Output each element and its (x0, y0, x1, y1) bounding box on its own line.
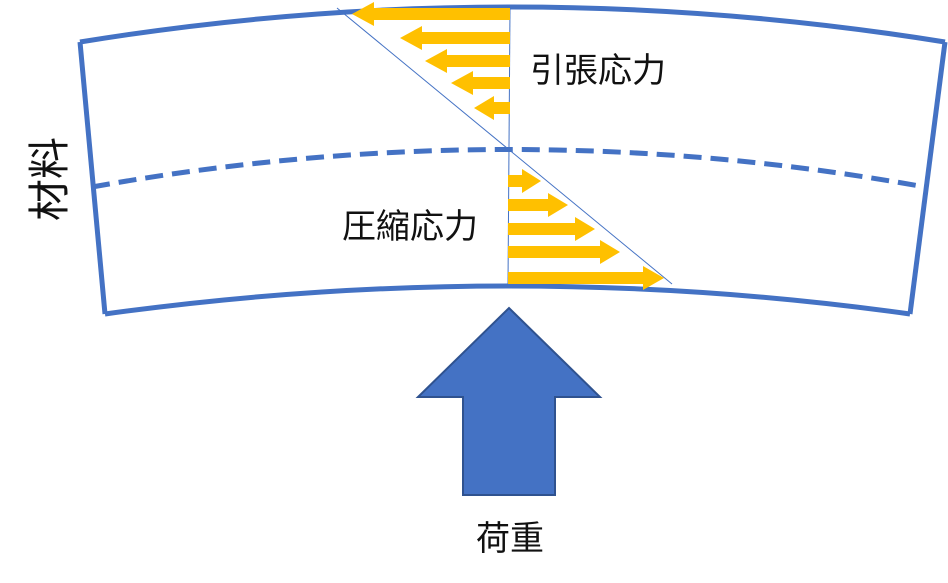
stress-diagonal (336, 7, 673, 285)
stress-distribution (336, 7, 673, 285)
load-arrow (415, 306, 603, 496)
material-label: 材料 (25, 137, 74, 221)
compressive-stress-label: 圧縮応力 (342, 207, 478, 247)
compressive-stress-arrows (508, 169, 664, 290)
compressive-arrow-2 (508, 193, 568, 217)
compressive-arrow-1 (508, 169, 541, 193)
load-label: 荷重 (476, 519, 544, 559)
compressive-arrow-3 (508, 217, 595, 241)
tensile-arrow-2 (400, 26, 510, 50)
tensile-arrow-3 (425, 49, 510, 73)
stress-baseline (507, 7, 511, 285)
compressive-arrow-5 (508, 266, 664, 290)
material-beam (77, 4, 948, 317)
tensile-stress-arrows (352, 2, 510, 120)
tensile-arrow-5 (474, 96, 510, 120)
beam-left-edge (77, 41, 108, 315)
compressive-arrow-4 (508, 240, 620, 264)
beam-right-edge (907, 41, 948, 315)
tensile-arrow-4 (451, 71, 510, 95)
beam-bottom-edge (104, 283, 911, 317)
tensile-stress-label: 引張応力 (530, 51, 666, 91)
beam-top-edge (79, 4, 946, 45)
tensile-arrow-1 (352, 2, 510, 26)
